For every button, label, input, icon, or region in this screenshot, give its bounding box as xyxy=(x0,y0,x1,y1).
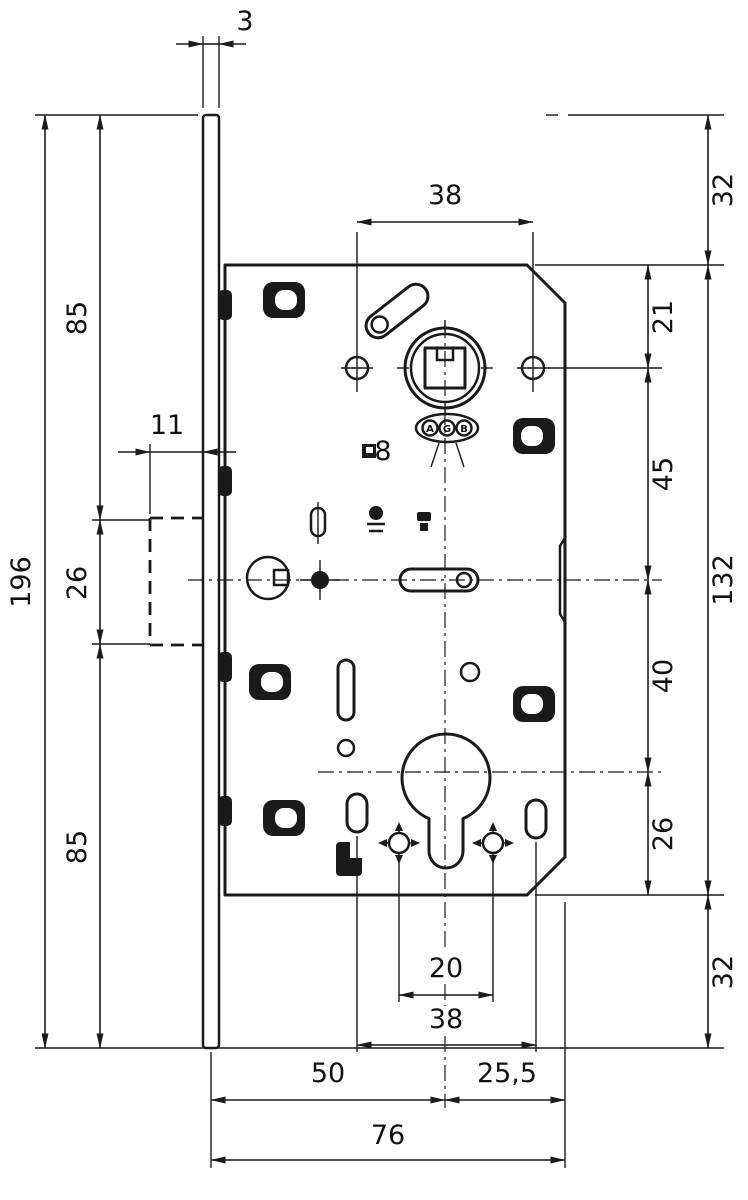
dim-cylinder-to-bottom: 26 xyxy=(644,771,679,896)
small-square-notch xyxy=(366,447,373,453)
clip-hole xyxy=(275,290,297,310)
cylinder-hole xyxy=(400,732,492,870)
dim-label: 32 xyxy=(708,173,739,207)
dim-label: 38 xyxy=(428,180,462,211)
dim-bottom-screw-span: 20 xyxy=(398,856,494,1002)
dim-hub-to-center: 45 xyxy=(644,367,679,581)
logo-leader-line xyxy=(455,442,465,468)
spring-clips xyxy=(249,282,555,836)
edge-tab xyxy=(218,466,232,496)
edge-tabs xyxy=(218,290,232,826)
dim-hub-offset: 21 xyxy=(548,264,679,369)
dim-label: 3 xyxy=(236,6,253,37)
faceplate-outline xyxy=(201,113,221,1050)
dim-bottom-hole-span: 38 xyxy=(356,836,537,1052)
lever-slot xyxy=(336,658,481,758)
small-hole xyxy=(459,661,481,683)
spindle-square-callout xyxy=(362,444,376,458)
dim-right-bottom-margin: 32 xyxy=(35,894,739,1049)
edge-tab xyxy=(218,652,232,682)
dim-label: 26 xyxy=(62,566,93,600)
clip-fastener-tail xyxy=(420,523,428,531)
clip-fastener xyxy=(417,512,431,521)
dim-label: 8 xyxy=(374,436,391,467)
fixing-oval xyxy=(524,798,548,840)
dim-label: 32 xyxy=(708,955,739,989)
dim-label: 76 xyxy=(371,1120,405,1151)
dim-label: 38 xyxy=(429,1004,463,1035)
dim-backset: 50 xyxy=(210,1052,446,1168)
bolt-head xyxy=(369,506,383,520)
dim-label: 25,5 xyxy=(477,1058,537,1089)
guide-notch xyxy=(272,568,290,587)
cross-arrow xyxy=(489,822,497,831)
dim-plate-length: 196 xyxy=(6,114,198,1049)
spring-clip xyxy=(513,686,555,722)
logo-letter-a: A xyxy=(426,424,434,435)
dim-latch-offset: 11 xyxy=(118,410,236,514)
dim-case-depth: 76 xyxy=(210,1120,566,1164)
small-hole xyxy=(336,738,356,758)
fixing-oval xyxy=(345,792,369,834)
clip-hole xyxy=(521,694,543,714)
dim-case-height: 132 xyxy=(535,264,739,896)
faceplate xyxy=(201,113,221,1050)
dim-label: 40 xyxy=(648,659,679,693)
dim-label: 26 xyxy=(648,817,679,851)
dim-label: 20 xyxy=(429,953,463,984)
logo-letter-b: B xyxy=(460,424,468,435)
dim-label: 85 xyxy=(62,830,93,864)
dim-plate-bottom-segment: 85 xyxy=(62,643,104,1049)
clip-hole xyxy=(521,426,543,446)
cross-arrow xyxy=(395,822,403,831)
screw-hole xyxy=(387,831,411,855)
dim-label: 85 xyxy=(62,301,93,335)
brand-logo: A G B xyxy=(414,412,480,468)
logo-leader-line xyxy=(430,442,440,468)
dim-label: 11 xyxy=(150,410,184,441)
spring-clip xyxy=(249,664,291,700)
vertical-slot xyxy=(336,658,356,722)
dim-label: 21 xyxy=(648,300,679,334)
logo-letter-circle xyxy=(438,419,456,437)
center-oval-slot xyxy=(398,567,480,593)
spring-clip xyxy=(513,418,555,454)
latch-dashed-outline xyxy=(148,516,203,647)
edge-tab xyxy=(218,796,232,826)
cross-arrow xyxy=(411,839,420,847)
dim-label: 50 xyxy=(311,1058,345,1089)
dim-label: 45 xyxy=(648,457,679,491)
dim-label: 196 xyxy=(6,556,37,608)
cross-arrow xyxy=(378,839,387,847)
cam-slot xyxy=(364,282,430,340)
spring-clip xyxy=(263,282,305,318)
screw-cross xyxy=(472,822,514,864)
logo-letter-g: G xyxy=(443,424,451,435)
cross-arrow xyxy=(472,839,481,847)
clip-hole xyxy=(261,672,283,692)
dim-plate-top-segment: 85 xyxy=(62,114,150,521)
spring-clip xyxy=(263,800,305,836)
dim-right-top-margin: 32 xyxy=(535,114,739,266)
dim-center-to-edge: 25,5 xyxy=(444,902,566,1168)
internal-hardware xyxy=(309,502,431,544)
dim-top-hole-span: 38 xyxy=(356,180,534,392)
dim-center-to-cylinder: 40 xyxy=(644,579,679,773)
dim-label: 132 xyxy=(708,554,739,606)
screw-hole xyxy=(481,831,505,855)
euro-profile-outline xyxy=(400,732,492,870)
clip-hole xyxy=(275,808,297,828)
logo-letter-circle xyxy=(421,419,439,437)
edge-tab xyxy=(218,290,232,320)
cam-slot-pin xyxy=(370,315,389,334)
dim-spindle-square: 8 xyxy=(374,436,391,467)
logo-letter-circle xyxy=(455,419,473,437)
dim-latch-height: 26 xyxy=(62,519,150,645)
cross-arrow xyxy=(505,839,514,847)
dim-plate-thickness: 3 xyxy=(176,6,254,108)
